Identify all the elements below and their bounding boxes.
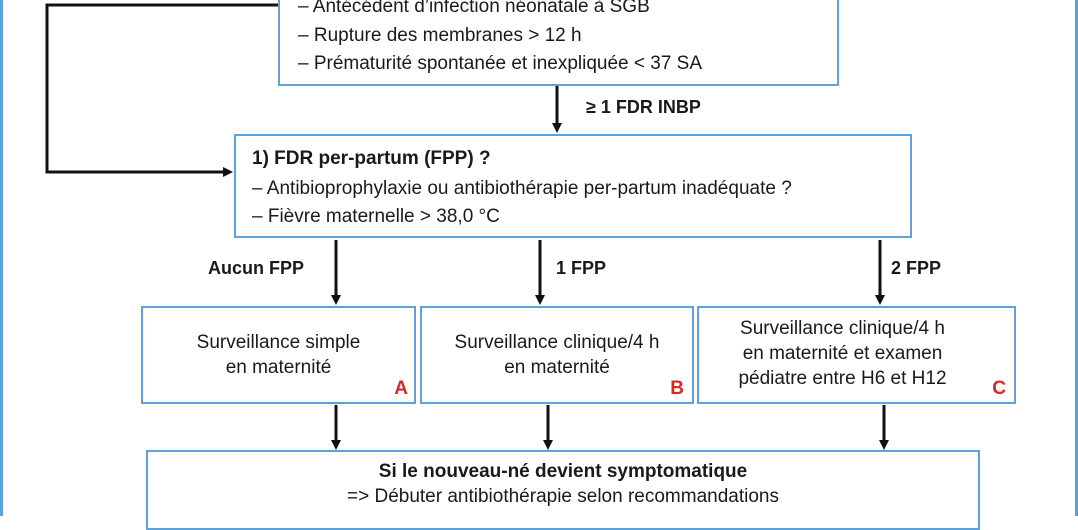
edge-label-fdr: ≥ 1 FDR INBP: [586, 97, 701, 117]
letter-label-b: B: [670, 378, 684, 399]
outcome-line: Surveillance simple: [196, 332, 361, 353]
letter-label-a: A: [394, 378, 408, 399]
final-text: Si le nouveau-né devient symptomatique =…: [148, 459, 978, 509]
edge-label-2-fpp: 2 FPP: [891, 258, 942, 278]
bypass-connector: [45, 3, 278, 177]
final-line: => Débuter antibiothérapie selon recomma…: [347, 486, 779, 507]
outcome-box-c: Surveillance clinique/4 h en maternité e…: [697, 306, 1016, 404]
outcome-line: en maternité: [225, 357, 332, 378]
outcome-line: pédiatre entre H6 et H12: [738, 368, 947, 389]
outcome-line: en maternité: [504, 357, 610, 378]
outcome-box-b: Surveillance clinique/4 h en maternité B: [420, 306, 694, 404]
outcome-line: Surveillance clinique/4 h: [740, 318, 945, 339]
outer-frame-left: [0, 0, 3, 516]
final-title: Si le nouveau-né devient symptomatique: [378, 461, 748, 482]
risk-factor-item: – Antécédent d’infection néonatale à SGB: [298, 0, 650, 17]
edge-label-1-fpp: 1 FPP: [556, 258, 607, 278]
outcome-text: Surveillance clinique/4 h en maternité: [422, 330, 692, 380]
fpp-item: – Fièvre maternelle > 38,0 °C: [252, 206, 500, 227]
edge-label-aucun-fpp: Aucun FPP: [208, 258, 305, 278]
outcome-text: Surveillance clinique/4 h en maternité e…: [699, 316, 1014, 391]
connectors: [45, 3, 889, 450]
final-box: Si le nouveau-né devient symptomatique =…: [146, 450, 980, 530]
outcome-line: en maternité et examen: [742, 343, 943, 364]
fpp-item: – Antibioprophylaxie ou antibiothérapie …: [252, 178, 792, 199]
outcome-box-a: Surveillance simple en maternité A: [141, 306, 416, 404]
risk-factor-item: – Rupture des membranes > 12 h: [298, 25, 582, 46]
fpp-box: 1) FDR per-partum (FPP) ? – Antibioproph…: [234, 134, 912, 238]
outcome-line: Surveillance clinique/4 h: [454, 332, 660, 353]
fpp-title: 1) FDR per-partum (FPP) ?: [252, 148, 491, 169]
letter-label-c: C: [992, 378, 1006, 399]
outcome-text: Surveillance simple en maternité: [143, 330, 414, 380]
outer-frame-right: [1075, 0, 1078, 516]
risk-factor-item: – Prématurité spontanée et inexpliquée <…: [298, 53, 703, 74]
risk-factors-box: – Antécédent d’infection néonatale à SGB…: [278, 0, 839, 86]
